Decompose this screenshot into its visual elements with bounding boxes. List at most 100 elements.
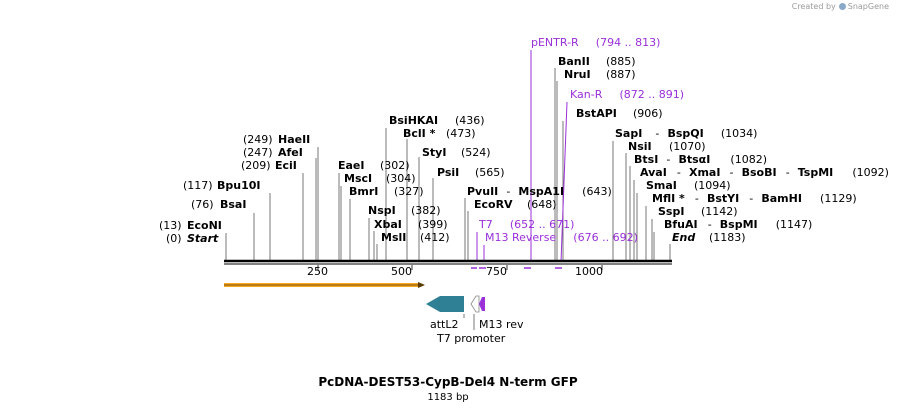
site-sep: - bbox=[749, 192, 753, 205]
site-name: SspI bbox=[658, 205, 684, 218]
site-pos: (1092) bbox=[852, 166, 889, 179]
site-pos: (1082) bbox=[730, 153, 767, 166]
tick-label: 1000 bbox=[575, 265, 603, 278]
site-sep: - bbox=[677, 166, 681, 179]
t7-promoter-feature bbox=[470, 295, 480, 313]
credit-brand: SnapGene bbox=[847, 2, 889, 11]
sapi-group: SapI - BspQI (1034) bbox=[615, 122, 757, 141]
primer-range: (652 .. 671) bbox=[510, 218, 575, 231]
site-name: XbaI bbox=[374, 218, 402, 231]
site-name: MflI * bbox=[652, 192, 685, 205]
site-sep: - bbox=[506, 185, 510, 198]
mfli-group: MflI * - BstYI - BamHI (1129) bbox=[652, 187, 857, 206]
m13-rev-feature bbox=[479, 297, 485, 311]
site-sep: - bbox=[730, 166, 734, 179]
site-pos: (1183) bbox=[709, 231, 746, 244]
tick-label: 750 bbox=[486, 265, 507, 278]
site-name: BsiHKAI bbox=[389, 114, 438, 127]
site-name: BspMI bbox=[720, 218, 758, 231]
site-name: BspQI bbox=[667, 127, 703, 140]
primer-range: (794 .. 813) bbox=[596, 36, 661, 49]
site-pos: (648) bbox=[527, 198, 557, 211]
site-pos: (76) bbox=[191, 198, 214, 211]
site-name: Start bbox=[187, 232, 219, 245]
btsi-group: BtsI - BtsαI (1082) bbox=[634, 148, 767, 167]
site-name: BstAPI bbox=[576, 107, 617, 120]
site-pos: (887) bbox=[606, 68, 636, 81]
primer-lines bbox=[476, 50, 568, 263]
site-pos: (249) bbox=[243, 133, 273, 146]
site-sep: - bbox=[655, 127, 659, 140]
site-name: BmrI bbox=[349, 185, 378, 198]
site-pos: (643) bbox=[582, 185, 612, 198]
site-name: BsoBI bbox=[742, 166, 777, 179]
site-sep: - bbox=[695, 192, 699, 205]
site-pos: (13) bbox=[159, 219, 182, 232]
site-pos: (382) bbox=[411, 204, 441, 217]
site-name: NspI bbox=[368, 204, 396, 217]
site-pos: (304) bbox=[386, 172, 416, 185]
primer-name: M13 Reverse bbox=[485, 231, 556, 244]
site-pos: (473) bbox=[446, 127, 476, 140]
site-pos: (327) bbox=[394, 185, 424, 198]
site-pos: (1070) bbox=[669, 140, 706, 153]
site-name: BclI * bbox=[403, 127, 436, 140]
site-name: NruI bbox=[564, 68, 591, 81]
site-name: BstYI bbox=[707, 192, 739, 205]
site-pos: (524) bbox=[461, 146, 491, 159]
sequence-length: 1183 bp bbox=[427, 392, 468, 403]
site-name: EcoRV bbox=[474, 198, 513, 211]
site-name: NsiI bbox=[628, 140, 652, 153]
site-pos: (1142) bbox=[701, 205, 738, 218]
site-pos: (209) bbox=[241, 159, 271, 172]
site-name: AvaI bbox=[640, 166, 667, 179]
site-pos: (885) bbox=[606, 55, 636, 68]
sequence-title: PcDNA-DEST53-CypB-Del4 N-term GFP bbox=[318, 375, 577, 389]
site-name: Bpu10I bbox=[217, 179, 261, 192]
primer-name: pENTR-R bbox=[531, 36, 579, 49]
credit-prefix: Created by bbox=[791, 2, 836, 11]
m13-rev-label: M13 rev bbox=[479, 318, 524, 331]
site-name: End bbox=[672, 231, 695, 244]
pentr-r-label: pENTR-R (794 .. 813) bbox=[531, 31, 660, 50]
primer-name: Kan-R bbox=[570, 88, 603, 101]
attl2-feature bbox=[426, 296, 464, 312]
site-name: PvuII bbox=[467, 185, 498, 198]
orf-bar bbox=[224, 282, 425, 288]
tick-label: 500 bbox=[391, 265, 412, 278]
site-sep: - bbox=[666, 153, 670, 166]
snapgene-logo-icon bbox=[838, 3, 846, 10]
site-name: BtsαI bbox=[678, 153, 710, 166]
site-pos: (412) bbox=[420, 231, 450, 244]
backbone bbox=[224, 259, 672, 265]
primer-range: (872 .. 891) bbox=[619, 88, 684, 101]
site-pos: (565) bbox=[475, 166, 505, 179]
site-name: SmaI bbox=[646, 179, 677, 192]
site-pos: (1034) bbox=[721, 127, 758, 140]
site-pos: (247) bbox=[243, 146, 273, 159]
site-name: SapI bbox=[615, 127, 642, 140]
site-pos: (1129) bbox=[820, 192, 857, 205]
site-name: BfuAI bbox=[664, 218, 698, 231]
site-pos: (0) bbox=[166, 232, 182, 245]
site-name: HaeII bbox=[278, 133, 310, 146]
site-sep: - bbox=[786, 166, 790, 179]
avai-group: AvaI - XmaI - BsoBI - TspMI (1092) bbox=[640, 161, 889, 180]
attl2-label: attL2 bbox=[430, 318, 459, 331]
site-pos: (1147) bbox=[776, 218, 813, 231]
site-name: MslI bbox=[381, 231, 406, 244]
site-name: TspMI bbox=[798, 166, 834, 179]
kan-r-label: Kan-R (872 .. 891) bbox=[570, 83, 684, 102]
site-name: EaeI bbox=[338, 159, 365, 172]
axis-ticks bbox=[317, 265, 603, 270]
site-pos: (117) bbox=[183, 179, 213, 192]
site-name: AfeI bbox=[278, 146, 303, 159]
site-name: BtsI bbox=[634, 153, 658, 166]
site-name: XmaI bbox=[689, 166, 720, 179]
snapgene-credit: Created by SnapGene bbox=[792, 2, 889, 11]
site-pos: (302) bbox=[380, 159, 410, 172]
t7-primer-label: T7 (652 .. 671) bbox=[478, 213, 574, 232]
t7-promoter-label: T7 promoter bbox=[436, 332, 506, 345]
site-pos: (436) bbox=[455, 114, 485, 127]
